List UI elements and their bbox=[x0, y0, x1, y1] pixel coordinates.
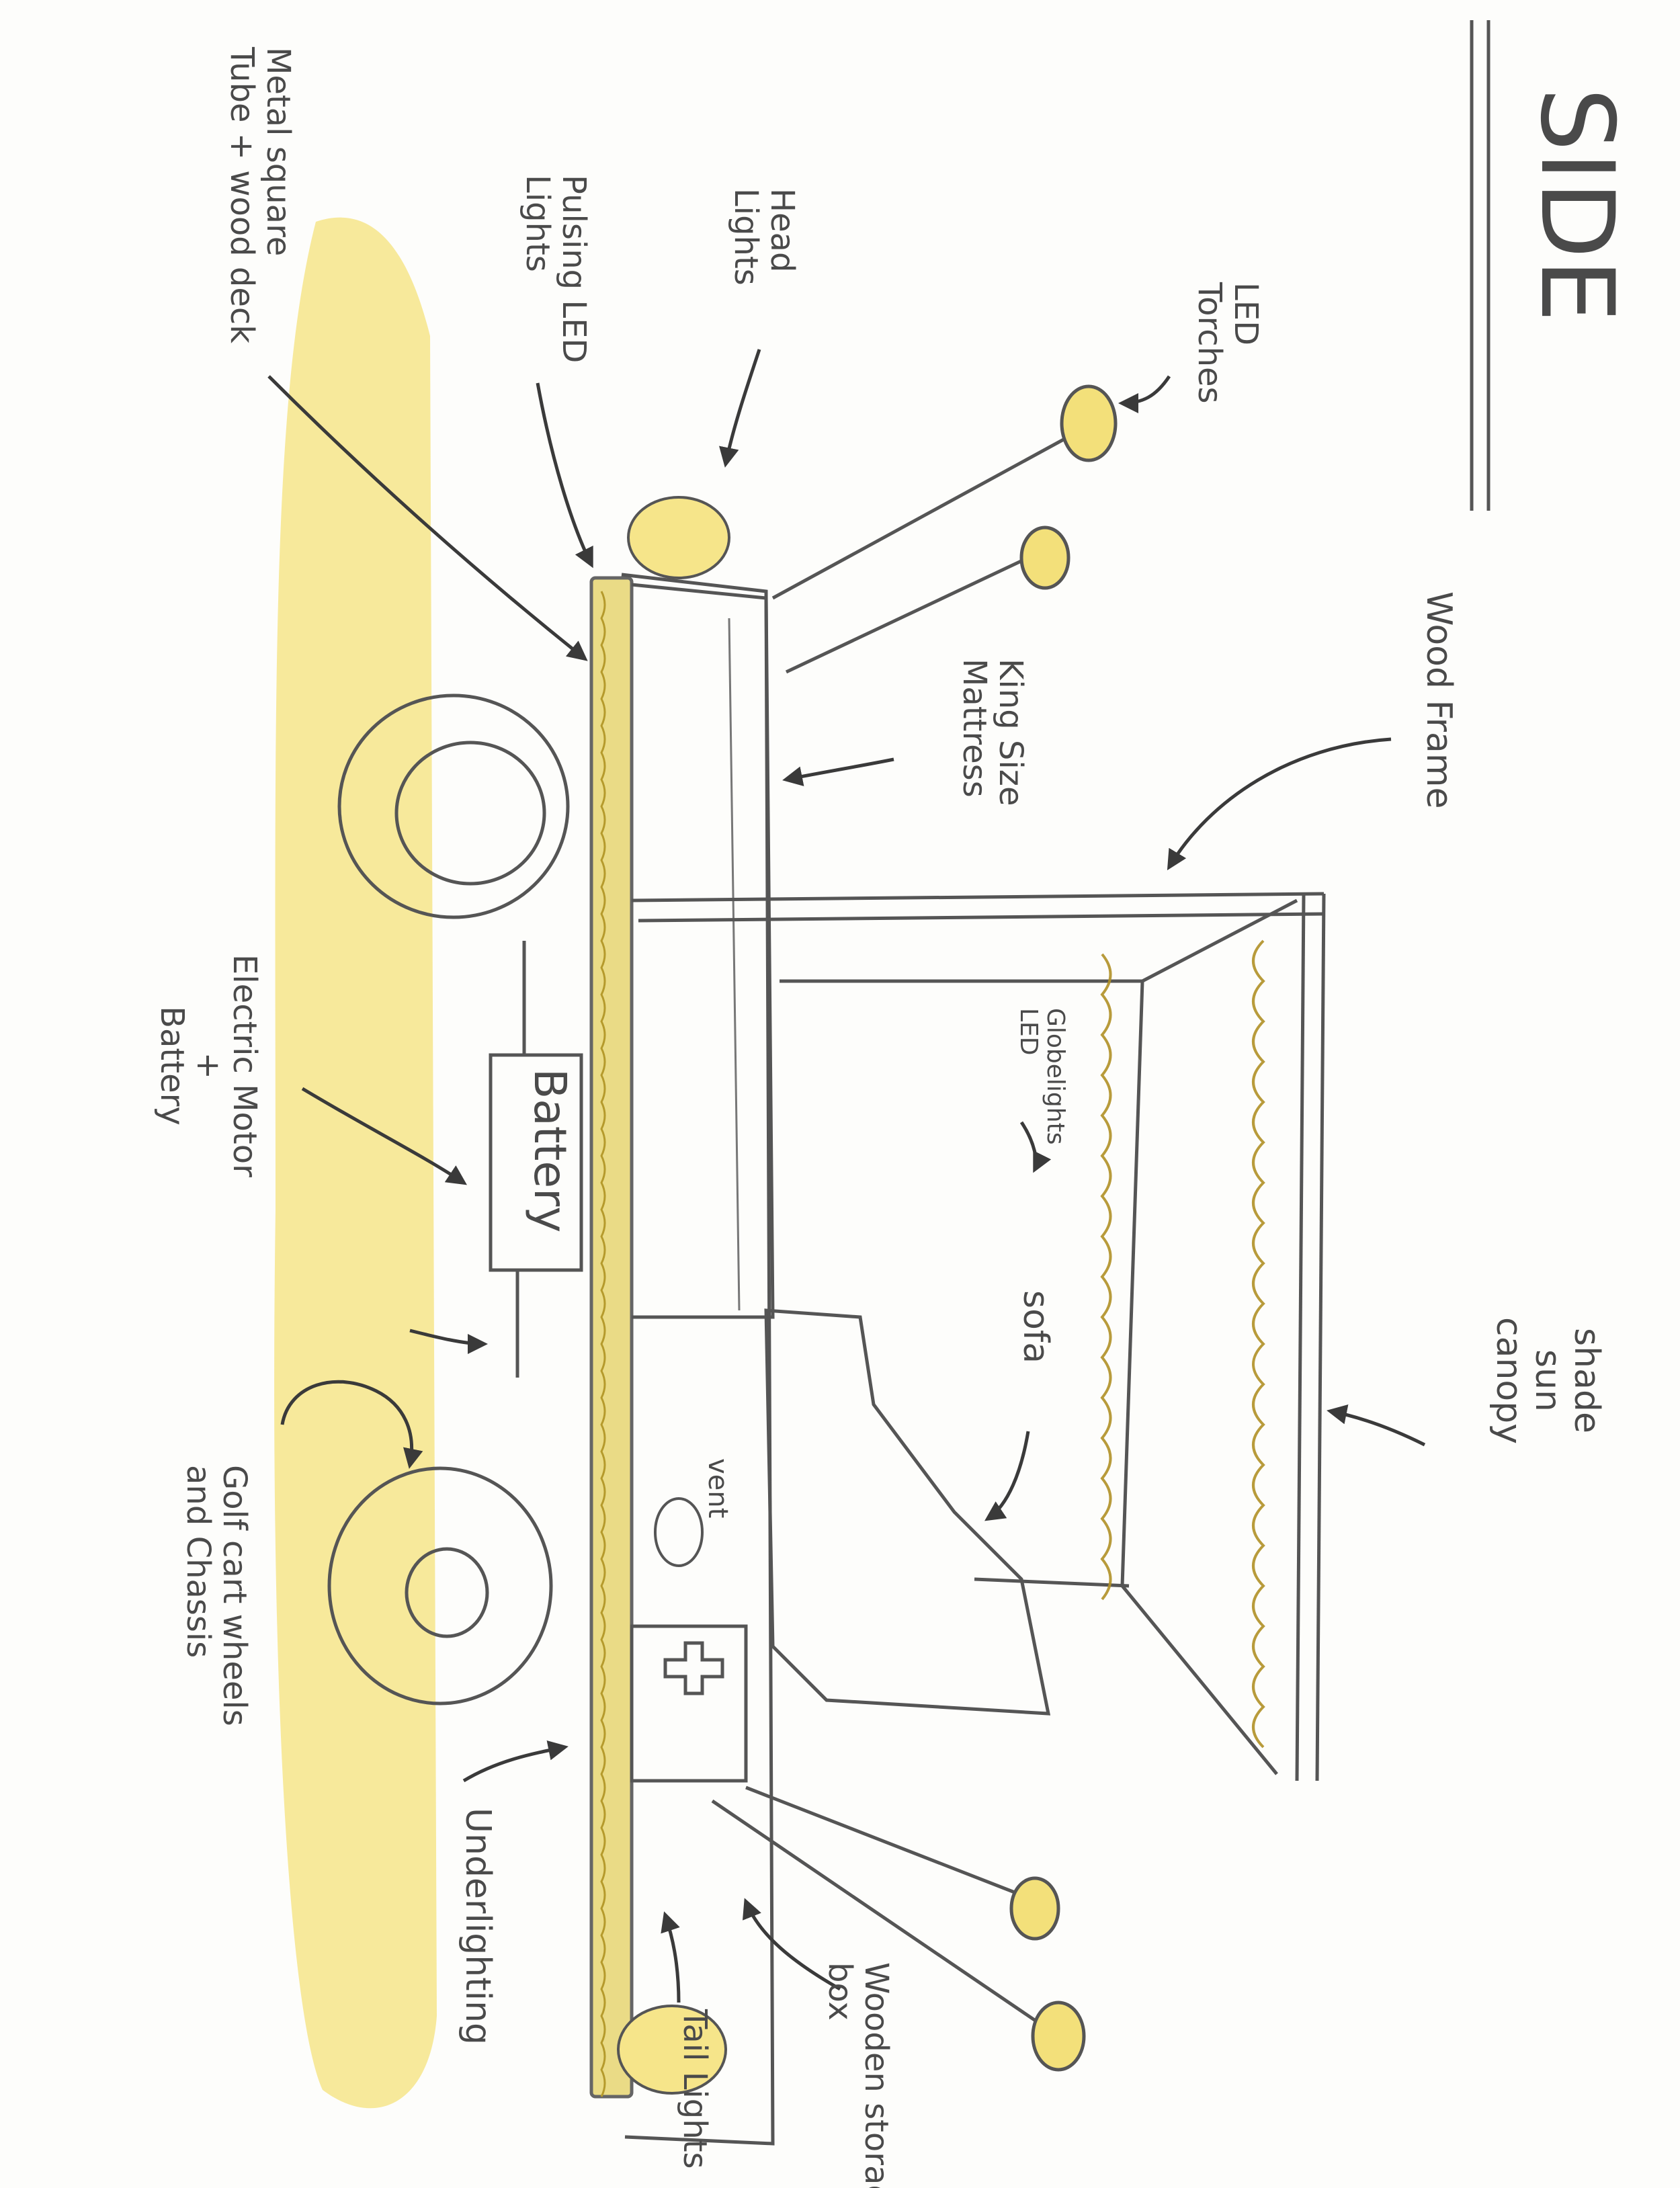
head-light bbox=[627, 496, 730, 579]
label-storage-box: Wooden storage box bbox=[821, 1962, 895, 2188]
deck bbox=[589, 573, 775, 2146]
label-electric-motor: Electric Motor + Battery bbox=[153, 954, 264, 1177]
cross-icon bbox=[663, 1641, 724, 1695]
label-tail-lights: Tail Lights bbox=[676, 2009, 714, 2169]
king-mattress bbox=[631, 583, 775, 1319]
wood-frame bbox=[631, 892, 1326, 1781]
label-wood-frame: Wood Frame bbox=[1419, 591, 1459, 809]
rear-torches bbox=[711, 1785, 1086, 2072]
front-torches bbox=[771, 384, 1118, 674]
rear-wheel bbox=[327, 1466, 553, 1706]
underlighting-glow bbox=[274, 217, 437, 2109]
page-title: SIDE bbox=[1518, 87, 1635, 323]
label-metal-tube: Metal square Tube + wood deck bbox=[223, 47, 297, 344]
label-head-lights: Head Lights bbox=[727, 188, 801, 286]
label-globe-lights: Globelights LED bbox=[1014, 1008, 1069, 1145]
label-golf-cart: Golf cart wheels and Chassis bbox=[179, 1465, 253, 1726]
label-underlighting: Underlighting bbox=[458, 1808, 498, 2046]
vent-opening bbox=[654, 1497, 704, 1567]
sofa bbox=[764, 1308, 1051, 1716]
tail-light bbox=[617, 2005, 727, 2095]
deck-beads bbox=[600, 591, 606, 2097]
title-underlines bbox=[1470, 20, 1490, 511]
mattress-edge bbox=[728, 618, 741, 1311]
label-sofa: sofa bbox=[1015, 1290, 1056, 1364]
callout-arrows bbox=[267, 349, 1426, 2003]
front-wheel bbox=[337, 693, 570, 919]
label-pulsing-led: Pulsing LED Lights bbox=[519, 175, 593, 364]
label-vent: vent bbox=[702, 1458, 733, 1519]
globe-lights bbox=[1100, 939, 1265, 1749]
label-king-mattress: King Size Mattress bbox=[956, 659, 1030, 806]
label-battery: Battery bbox=[524, 1068, 576, 1233]
label-led-torches: LED Torches bbox=[1191, 282, 1265, 404]
storage-box-outline bbox=[630, 1624, 748, 1783]
label-shade-canopy: shade sun canopy bbox=[1488, 1317, 1607, 1445]
battery-box-outline bbox=[489, 1053, 583, 1272]
